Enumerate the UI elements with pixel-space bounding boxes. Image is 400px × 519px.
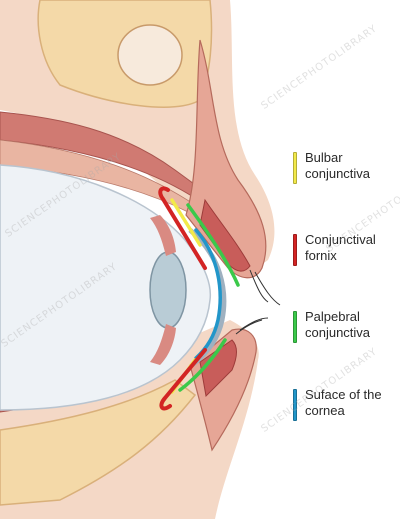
- frontal-sinus: [117, 24, 183, 86]
- palpebral-conjunctiva-upper-line: [186, 203, 240, 287]
- legend-swatch-cornea-surface: [293, 389, 297, 421]
- legend-label-conjunctival-fornix: Conjunctival fornix: [305, 232, 376, 263]
- lens: [149, 251, 187, 329]
- iris-upper: [150, 215, 176, 256]
- legend-label-cornea-surface: Suface of the cornea: [305, 387, 382, 418]
- upper-eyelashes: [249, 269, 281, 306]
- legend-item-cornea-surface: Suface of the cornea: [293, 387, 398, 421]
- legend-swatch-conjunctival-fornix: [293, 234, 297, 266]
- iris-lower: [150, 324, 176, 365]
- lower-eyelashes: [235, 317, 269, 335]
- legend-item-conjunctival-fornix: Conjunctival fornix: [293, 232, 398, 266]
- legend-item-palpebral-conjunctiva: Palpebral conjunctiva: [293, 309, 398, 343]
- legend-swatch-bulbar-conjunctiva: [293, 152, 297, 184]
- legend-swatch-palpebral-conjunctiva: [293, 311, 297, 343]
- conjunctival-fornix-upper-line: [158, 186, 207, 270]
- legend-item-bulbar-conjunctiva: Bulbar conjunctiva: [293, 150, 398, 184]
- legend-label-palpebral-conjunctiva: Palpebral conjunctiva: [305, 309, 371, 340]
- legend-label-bulbar-conjunctiva: Bulbar conjunctiva: [305, 150, 371, 181]
- maxillary-bone: [0, 379, 197, 506]
- lower-tarsus: [199, 339, 237, 398]
- bulbar-conjunctiva-upper-line: [170, 198, 202, 247]
- palpebral-conjunctiva-lower-line: [178, 338, 227, 392]
- conjunctival-fornix-lower-line: [159, 348, 207, 411]
